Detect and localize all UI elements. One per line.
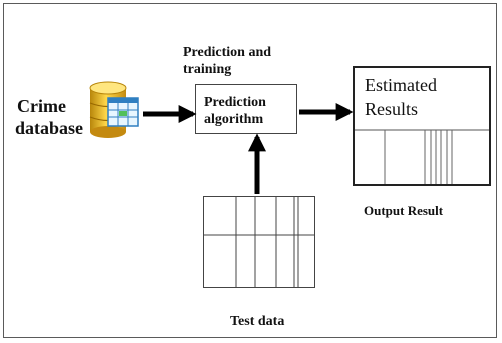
crime-database-label-line2: database <box>15 118 84 138</box>
algorithm-label-line1: Prediction <box>204 95 266 110</box>
results-label-line2: Results <box>365 99 419 119</box>
test-data-table <box>203 196 315 288</box>
output-result-caption: Output Result <box>364 203 444 218</box>
test-data-caption: Test data <box>230 314 285 329</box>
algorithm-label-line2: algorithm <box>204 112 264 127</box>
stage-label-line1: Prediction and <box>183 45 272 60</box>
estimated-results-box: Estimated Results <box>353 66 491 186</box>
crime-database-label-line1: Crime <box>17 96 66 116</box>
stage-label-line2: training <box>183 62 232 77</box>
results-label-line1: Estimated <box>365 75 437 95</box>
diagram-frame <box>3 3 497 338</box>
prediction-algorithm-box: Prediction algorithm <box>195 84 297 134</box>
